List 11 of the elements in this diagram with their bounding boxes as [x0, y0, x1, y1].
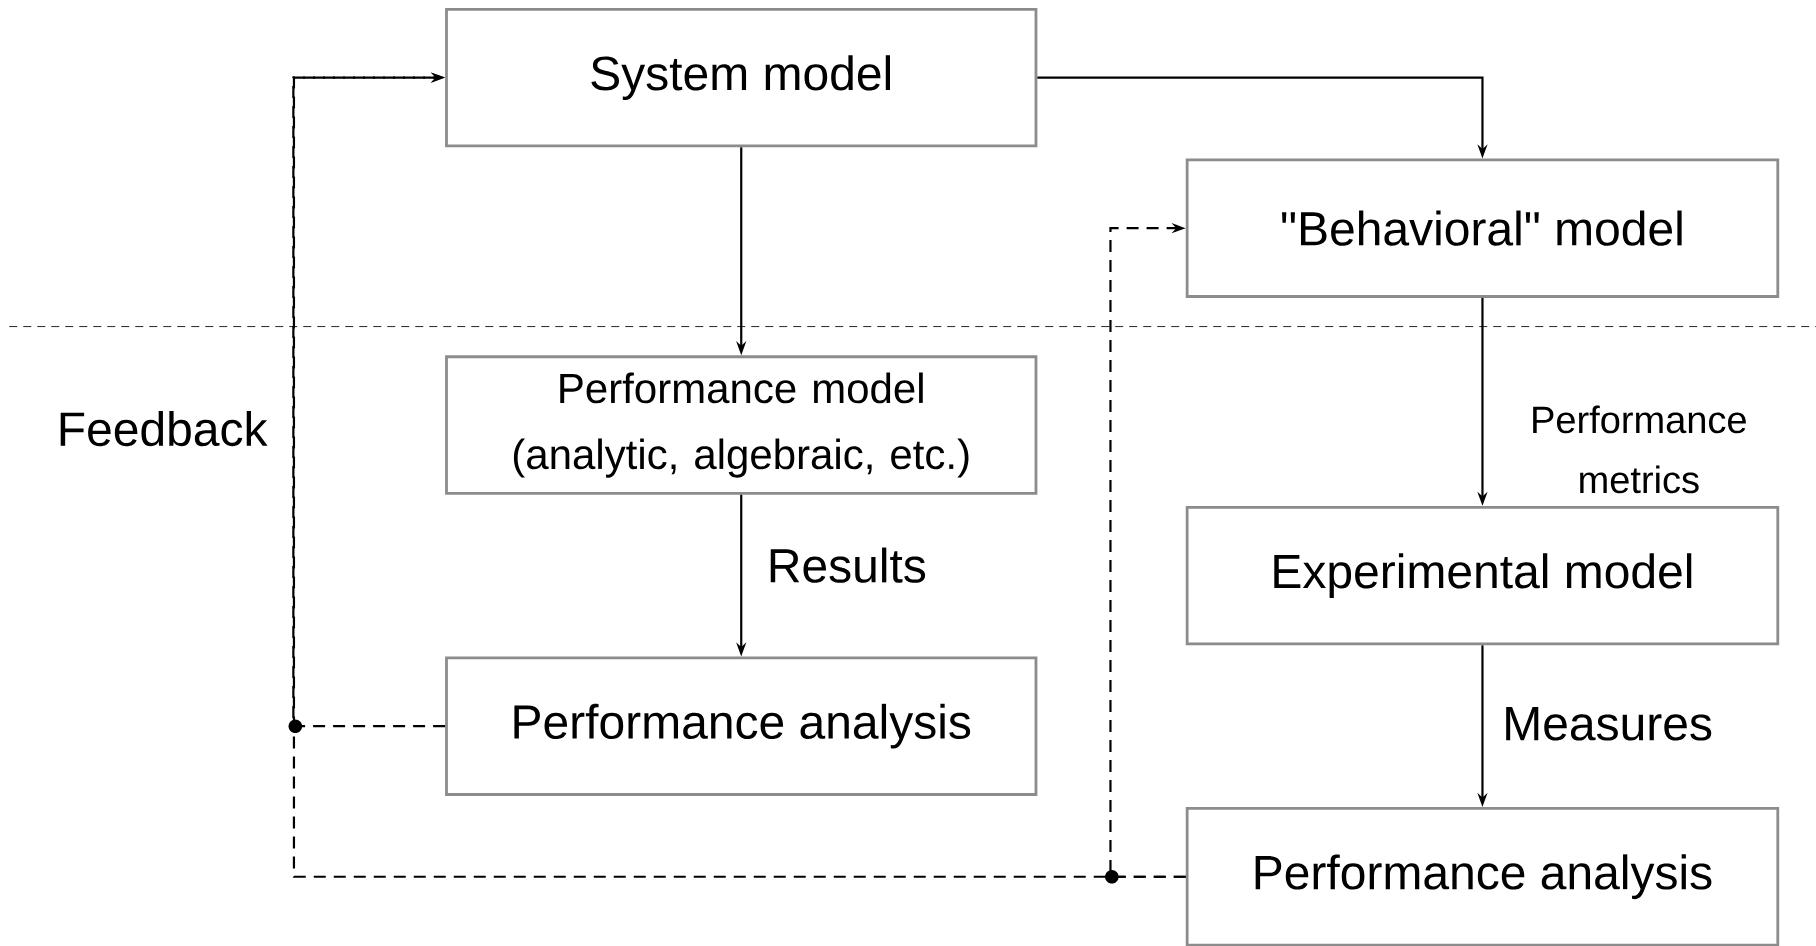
process-box: Performance analysis	[1185, 806, 1780, 946]
edge-label: Results	[764, 545, 929, 585]
process-box: "Behavioral" model	[1185, 158, 1780, 298]
edge-label: Measures	[1500, 705, 1715, 743]
process-box: Performance analysis	[445, 656, 1038, 796]
process-box: Performance model (analytic, algebraic, etc.)	[445, 355, 1038, 495]
process-box: Experimental model	[1185, 505, 1780, 646]
arrow	[1109, 222, 1186, 878]
side-label: Feedback	[60, 410, 268, 447]
process-box: System model	[445, 7, 1038, 148]
edge-label: Performance metrics	[1521, 403, 1757, 496]
